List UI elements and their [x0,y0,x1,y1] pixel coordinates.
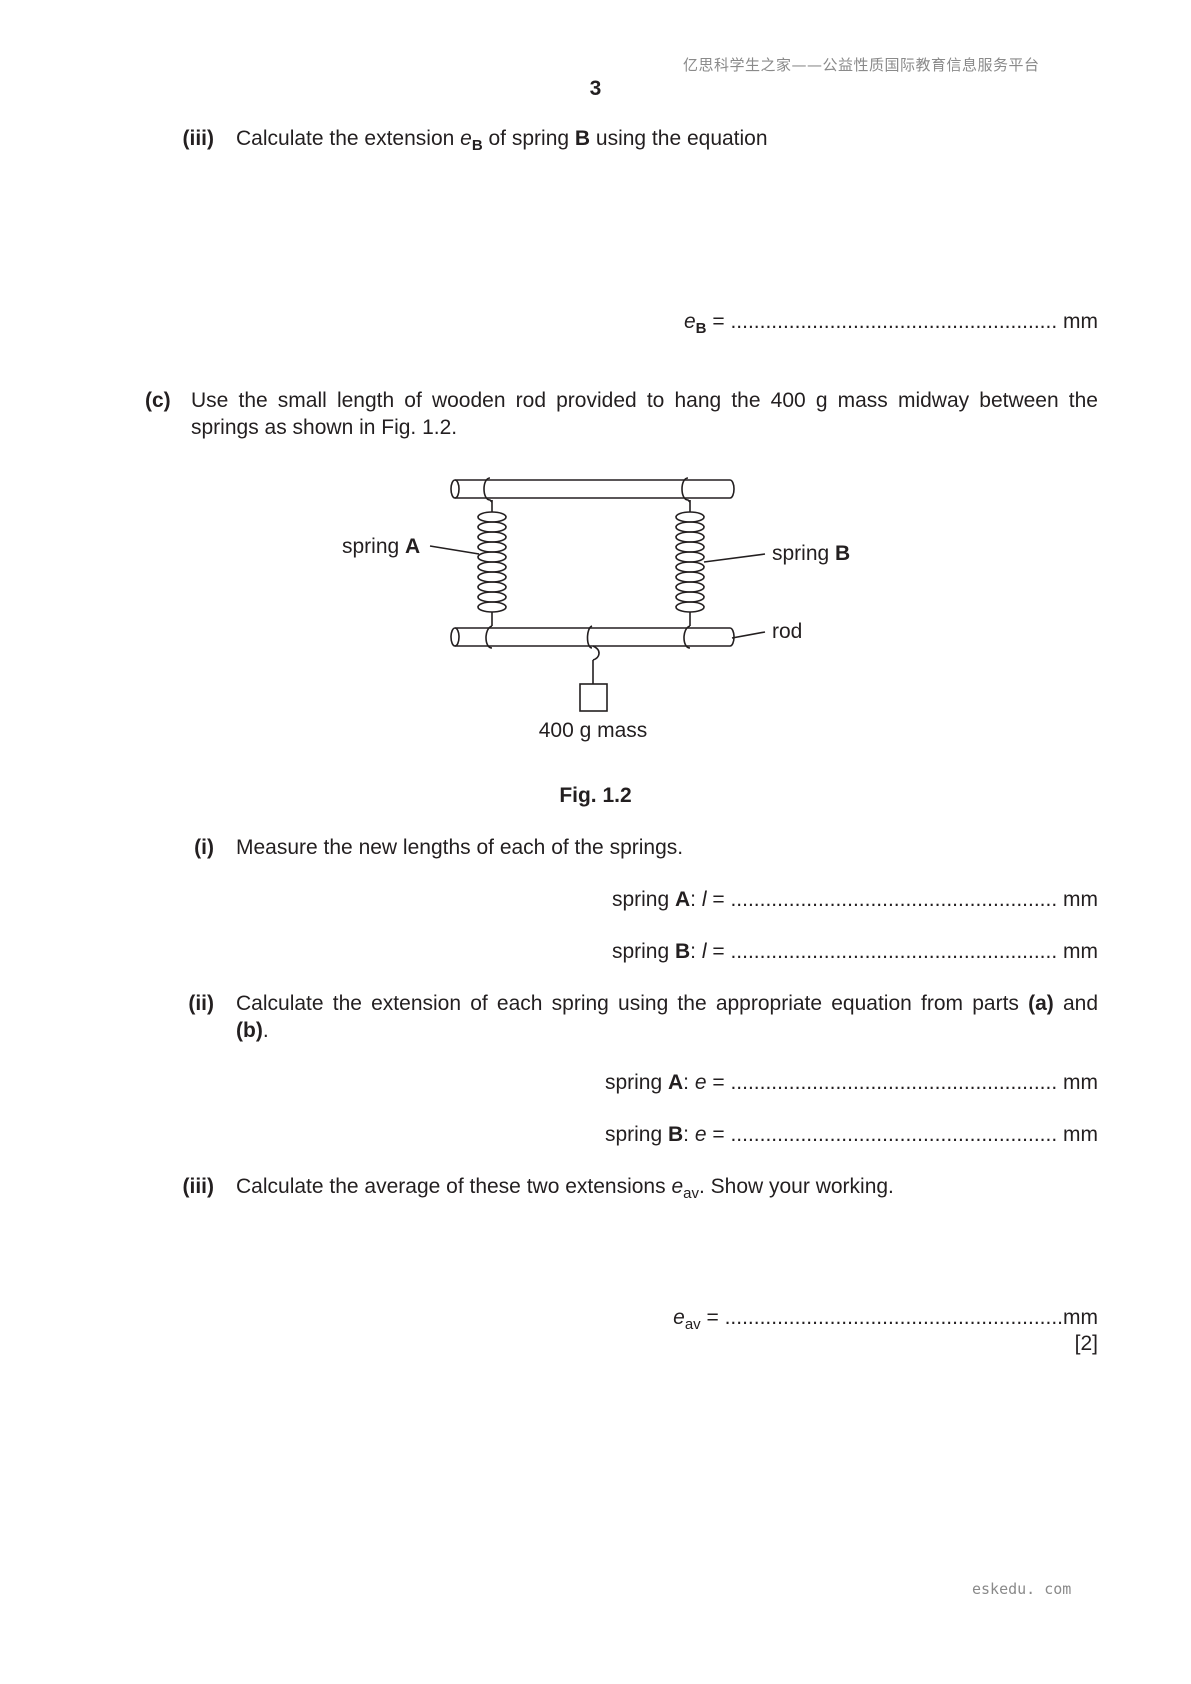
question-c-ii-line-1: Calculate the extension of each spring u… [236,992,1099,1015]
variable-e: e [460,127,472,150]
question-c-iii-text: Calculate the average of these two exten… [236,1175,894,1202]
mass-hanger [579,625,608,712]
answer-dots[interactable]: ........................................… [730,888,1058,911]
answer-dots[interactable]: ........................................… [730,310,1058,333]
question-text-part: Calculate the extension [236,127,461,150]
question-label-c-ii: (ii) [188,992,214,1015]
question-c-text: Use the small length of wooden rod provi… [191,389,1098,440]
answer-line-length-a[interactable]: spring A: l = ..........................… [611,888,1098,911]
question-c-line-1: Use the small length of wooden rod provi… [191,389,1098,412]
answer-variable: e [683,310,696,333]
label-mass: 400 g mass [539,719,648,742]
label-rod: rod [772,620,802,643]
label-spring-b: spring B [772,542,850,565]
question-label-c: (c) [145,389,171,412]
leader-rod [731,631,766,639]
spring-b [675,477,705,649]
answer-unit: mm [1057,310,1098,333]
bold-spring-letter: B [574,127,591,150]
label-spring-a: spring A [342,535,420,558]
question-c-line-2: springs as shown in Fig. 1.2. [191,416,458,439]
marks-allocation: [2] [1074,1332,1098,1355]
bottom-rod [450,627,735,647]
answer-dots[interactable]: ........................................… [730,940,1058,963]
answer-line-length-b[interactable]: spring B: l = ..........................… [611,940,1098,963]
question-c-ii-text: Calculate the extension of each spring u… [236,992,1098,1043]
variable-subscript: av [683,1185,699,1202]
leader-spring-a [429,545,480,555]
question-label-b-iii: (iii) [182,127,215,150]
figure-caption: Fig. 1.2 [559,784,632,807]
answer-line-extension-a[interactable]: spring A: e = ..........................… [604,1071,1098,1094]
mass-400g [579,683,608,712]
question-label-c-i: (i) [194,836,214,859]
leader-spring-b [703,553,766,563]
question-label-c-iii: (iii) [182,1175,215,1198]
answer-dots[interactable]: ........................................… [730,1123,1058,1146]
question-text-part: using the equation [590,127,768,150]
answer-variable-subscript: B [695,320,707,337]
question-c-ii-line-2: (b). [236,1019,269,1042]
question-b-iii-text: Calculate the extension eB of spring B u… [236,127,768,154]
watermark-header: 亿思科学生之家——公益性质国际教育信息服务平台 [683,56,1040,74]
variable-subscript: B [471,137,483,154]
variable-e: e [671,1175,684,1198]
answer-equals: = [706,310,731,333]
answer-line-eb[interactable]: eB = ...................................… [683,310,1098,337]
spring-a [477,477,507,649]
page-number: 3 [589,77,602,100]
answer-line-eav[interactable]: eav = ..................................… [673,1306,1098,1333]
figure-1-2-diagram: spring A spring B rod 400 g mass [342,477,850,742]
answer-dots[interactable]: ........................................… [730,1071,1058,1094]
question-c-i-text: Measure the new lengths of each of the s… [236,836,684,859]
top-rod [450,479,735,499]
answer-dots[interactable]: ........................................… [724,1306,1063,1329]
answer-line-extension-b[interactable]: spring B: e = ..........................… [604,1123,1098,1146]
footer-site: eskedu. com [972,1580,1072,1598]
question-text-part: of spring [482,127,575,150]
